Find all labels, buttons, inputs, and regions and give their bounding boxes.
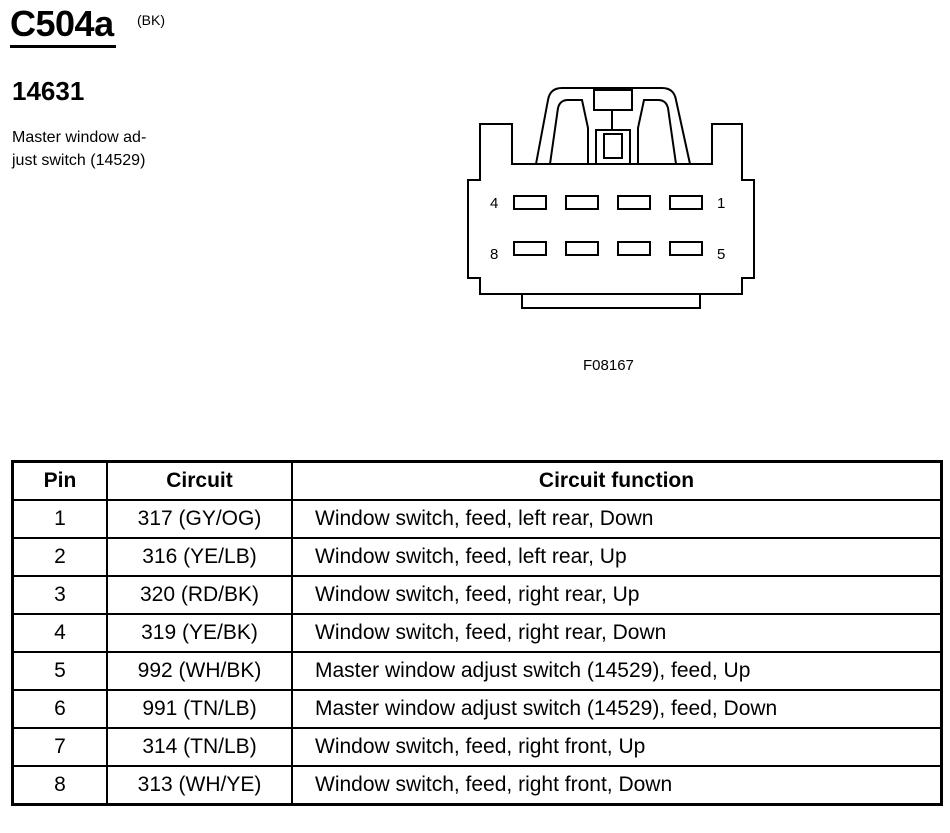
- connector-description: Master window ad- just switch (14529): [12, 126, 146, 172]
- function-cell: Window switch, feed, left rear, Up: [291, 537, 943, 577]
- circuit-cell: 314 (TN/LB): [106, 727, 293, 767]
- pin-label-bottom-right: 5: [717, 246, 725, 263]
- function-cell: Master window adjust switch (14529), fee…: [291, 689, 943, 729]
- pin-cavity: [669, 241, 703, 256]
- description-line-1: Master window ad-: [12, 129, 147, 146]
- pin-label-top-right: 1: [717, 195, 725, 212]
- latch-inner-right: [637, 99, 677, 165]
- connector-color-code: (BK): [137, 12, 165, 28]
- pin-cavity: [513, 241, 547, 256]
- latch-inner-left: [549, 99, 589, 165]
- header-function: Circuit function: [291, 460, 943, 501]
- pin-cell: 2: [11, 537, 108, 577]
- description-line-2: just switch (14529): [12, 152, 146, 169]
- pin-label-bottom-left: 8: [490, 246, 498, 263]
- connector-body: [467, 123, 755, 295]
- pin-cavity: [669, 195, 703, 210]
- pin-cell: 7: [11, 727, 108, 767]
- function-cell: Window switch, feed, right rear, Up: [291, 575, 943, 615]
- circuit-cell: 317 (GY/OG): [106, 499, 293, 539]
- table-row: 7 314 (TN/LB) Window switch, feed, right…: [11, 727, 943, 767]
- function-cell: Master window adjust switch (14529), fee…: [291, 651, 943, 691]
- latch-lock-inner: [603, 133, 623, 159]
- table-row: 8 313 (WH/YE) Window switch, feed, right…: [11, 765, 943, 806]
- pin-cell: 1: [11, 499, 108, 539]
- pin-label-top-left: 4: [490, 195, 498, 212]
- pin-cavity: [565, 195, 599, 210]
- table-row: 2 316 (YE/LB) Window switch, feed, left …: [11, 537, 943, 577]
- latch-tab: [593, 89, 633, 111]
- pin-cavity: [617, 195, 651, 210]
- connector-id-underline: [10, 45, 116, 48]
- table-row: 1 317 (GY/OG) Window switch, feed, left …: [11, 499, 943, 539]
- pin-cell: 4: [11, 613, 108, 653]
- circuit-cell: 991 (TN/LB): [106, 689, 293, 729]
- circuit-cell: 316 (YE/LB): [106, 537, 293, 577]
- table-row: 5 992 (WH/BK) Master window adjust switc…: [11, 651, 943, 691]
- figure-id: F08167: [583, 357, 634, 374]
- circuit-cell: 319 (YE/BK): [106, 613, 293, 653]
- header-pin: Pin: [11, 460, 108, 501]
- connector-latch: [535, 87, 691, 165]
- circuit-cell: 320 (RD/BK): [106, 575, 293, 615]
- pinout-table: Pin Circuit Circuit function 1 317 (GY/O…: [11, 460, 943, 806]
- pin-cell: 5: [11, 651, 108, 691]
- circuit-cell: 313 (WH/YE): [106, 765, 293, 806]
- function-cell: Window switch, feed, right front, Down: [291, 765, 943, 806]
- connector-face-diagram: 4 1 8 5: [467, 87, 755, 309]
- header-circuit: Circuit: [106, 460, 293, 501]
- circuit-cell: 992 (WH/BK): [106, 651, 293, 691]
- pin-cell: 8: [11, 765, 108, 806]
- table-row: 3 320 (RD/BK) Window switch, feed, right…: [11, 575, 943, 615]
- table-header-row: Pin Circuit Circuit function: [11, 460, 943, 501]
- pin-cavity: [617, 241, 651, 256]
- connector-id: C504a: [10, 3, 114, 44]
- pin-cavity: [513, 195, 547, 210]
- function-cell: Window switch, feed, left rear, Down: [291, 499, 943, 539]
- table-row: 4 319 (YE/BK) Window switch, feed, right…: [11, 613, 943, 653]
- pin-cell: 6: [11, 689, 108, 729]
- function-cell: Window switch, feed, right front, Up: [291, 727, 943, 767]
- table-row: 6 991 (TN/LB) Master window adjust switc…: [11, 689, 943, 729]
- part-number: 14631: [12, 76, 85, 106]
- pin-cell: 3: [11, 575, 108, 615]
- connector-keyway: [521, 294, 701, 309]
- pin-cavity: [565, 241, 599, 256]
- function-cell: Window switch, feed, right rear, Down: [291, 613, 943, 653]
